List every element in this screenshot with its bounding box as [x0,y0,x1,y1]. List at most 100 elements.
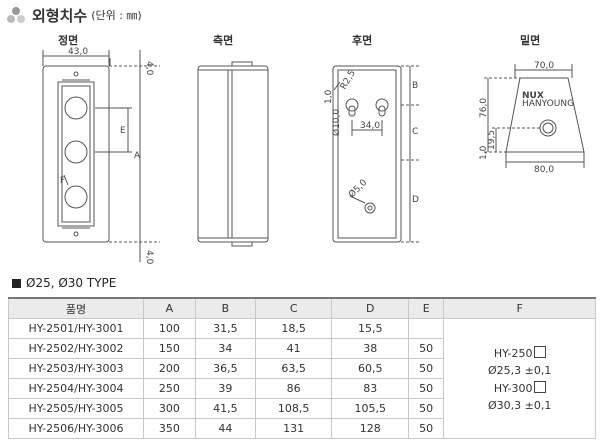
keyhole-right [375,98,389,112]
front-dim-E: E [120,126,126,136]
cell-C: 108,5 [254,398,333,419]
bottom-dim-hbase: 1,0 [479,145,489,160]
f-line-3: HY-300 [444,380,595,395]
table-row: HY-2504/HY-3004 250 39 86 83 50 [8,378,596,399]
cell-A: 250 [143,378,196,399]
f-line-1: HY-250 [444,345,595,360]
col-A: A [143,297,196,319]
bottom-view-label: 밑면 [520,34,541,47]
cell-C: 86 [254,378,333,399]
bottom-hole [539,119,557,137]
cell-E: 50 [408,358,445,379]
cell-E: 50 [408,418,445,439]
col-B: B [194,297,256,319]
cell-E: 50 [408,398,445,419]
back-dim-hole: Ø5,0 [346,177,369,200]
front-view-label: 정면 [58,34,79,47]
bottom-dim-hhole: 19,5 [487,130,497,150]
cell-D: 83 [331,378,410,399]
back-dim-D: D [412,195,419,205]
cell-C: 18,5 [254,318,333,339]
three-dots-icon [7,7,25,23]
cell-E: 50 [408,378,445,399]
col-F: F [443,297,596,319]
cell-A: 150 [143,338,196,359]
table-header-row: 품명 A B C D E F [8,297,596,319]
side-view-label: 측면 [213,34,234,47]
back-view-label: 후면 [352,34,373,47]
table-row: HY-2506/HY-3006 350 44 131 128 50 [8,418,596,439]
front-dim-bottom: 4,0 [144,250,154,265]
cell-A: 350 [143,418,196,439]
back-body [332,65,402,243]
keyhole-left [345,98,359,112]
cell-B: 36,5 [194,358,256,379]
cell-A: 300 [143,398,196,419]
cell-A: 200 [143,358,196,379]
back-dim-B: B [412,81,418,91]
cell-C: 41 [254,338,333,359]
f-line-1-text: HY-250 [493,346,533,360]
cell-D: 15,5 [331,318,410,339]
back-dim-d1: 1,0 [324,89,334,104]
section-header: 외형치수 (단위 : ㎜) [6,4,142,26]
bottom-dim-htotal: 76,0 [479,98,489,118]
type-header-text: Ø25, Ø30 TYPE [26,276,117,290]
table-row: HY-2501/HY-3001 100 31,5 18,5 15,5 HY-25… [8,318,596,439]
bottom-body [505,77,585,153]
dimension-drawings: 43,0 4,0 4,0 A E F R2,5 1,0 Ø10,0 34,0 Ø [42,47,585,265]
front-hole-1 [64,96,88,120]
front-hole-2 [64,140,88,164]
bottom-dim-wtop: 70,0 [534,61,554,71]
cell-model: HY-2504/HY-3004 [8,378,144,399]
cell-D: 128 [331,418,410,439]
cell-E: 50 [408,338,445,359]
front-dim-top: 4,0 [144,61,154,76]
side-body [197,65,269,243]
square-bullet-icon [12,278,21,288]
cell-model: HY-2501/HY-3001 [8,318,144,339]
cell-model: HY-2505/HY-3005 [8,398,144,419]
back-dim-d2: Ø10,0 [331,109,342,136]
cell-model: HY-2503/HY-3003 [8,358,144,379]
f-line-4: Ø30,3 ±0,1 [487,398,552,412]
col-D: D [331,297,410,319]
unit-note: (단위 : ㎜) [91,9,142,22]
front-body [42,65,110,243]
cell-B: 34 [194,338,256,359]
front-dim-F: F [60,176,65,186]
bottom-view [484,64,585,168]
cell-B: 39 [194,378,256,399]
logo-main: NUX [522,91,544,101]
box-icon [533,345,546,358]
box-icon [533,380,546,393]
spec-table: 품명 A B C D E F HY-2501/HY-3001 100 31,5 … [8,297,596,439]
cell-C: 131 [254,418,333,439]
col-E: E [408,297,445,319]
front-hole-3 [64,185,88,209]
cell-B: 31,5 [194,318,256,339]
cell-A: 100 [143,318,196,339]
front-panel-inner [61,85,91,223]
logo-sub: HANYOUNG [522,99,574,109]
bottom-dim-wbot: 80,0 [534,165,554,175]
side-view [197,61,269,247]
cell-C: 63,5 [254,358,333,379]
table-row: HY-2503/HY-3003 200 36,5 63,5 60,5 50 [8,358,596,379]
type-header: Ø25, Ø30 TYPE [12,276,116,290]
f-line-2: Ø25,3 ±0,1 [487,363,552,377]
front-panel [57,81,95,227]
back-dim-r: R2,5 [339,69,358,92]
front-dim-A: A [134,151,141,161]
cell-model: HY-2502/HY-3002 [8,338,144,359]
cell-B: 41,5 [194,398,256,419]
back-screw-hole [364,202,376,214]
table-row: HY-2502/HY-3002 150 34 41 38 50 [8,338,596,359]
cell-E [408,318,445,339]
section-title: 외형치수 [32,6,88,25]
cell-D: 105,5 [331,398,410,419]
cell-model: HY-2506/HY-3006 [8,418,144,439]
col-model: 품명 [8,297,144,319]
f-line-3-text: HY-300 [493,381,533,395]
back-dim-pitch: 34,0 [360,121,380,131]
